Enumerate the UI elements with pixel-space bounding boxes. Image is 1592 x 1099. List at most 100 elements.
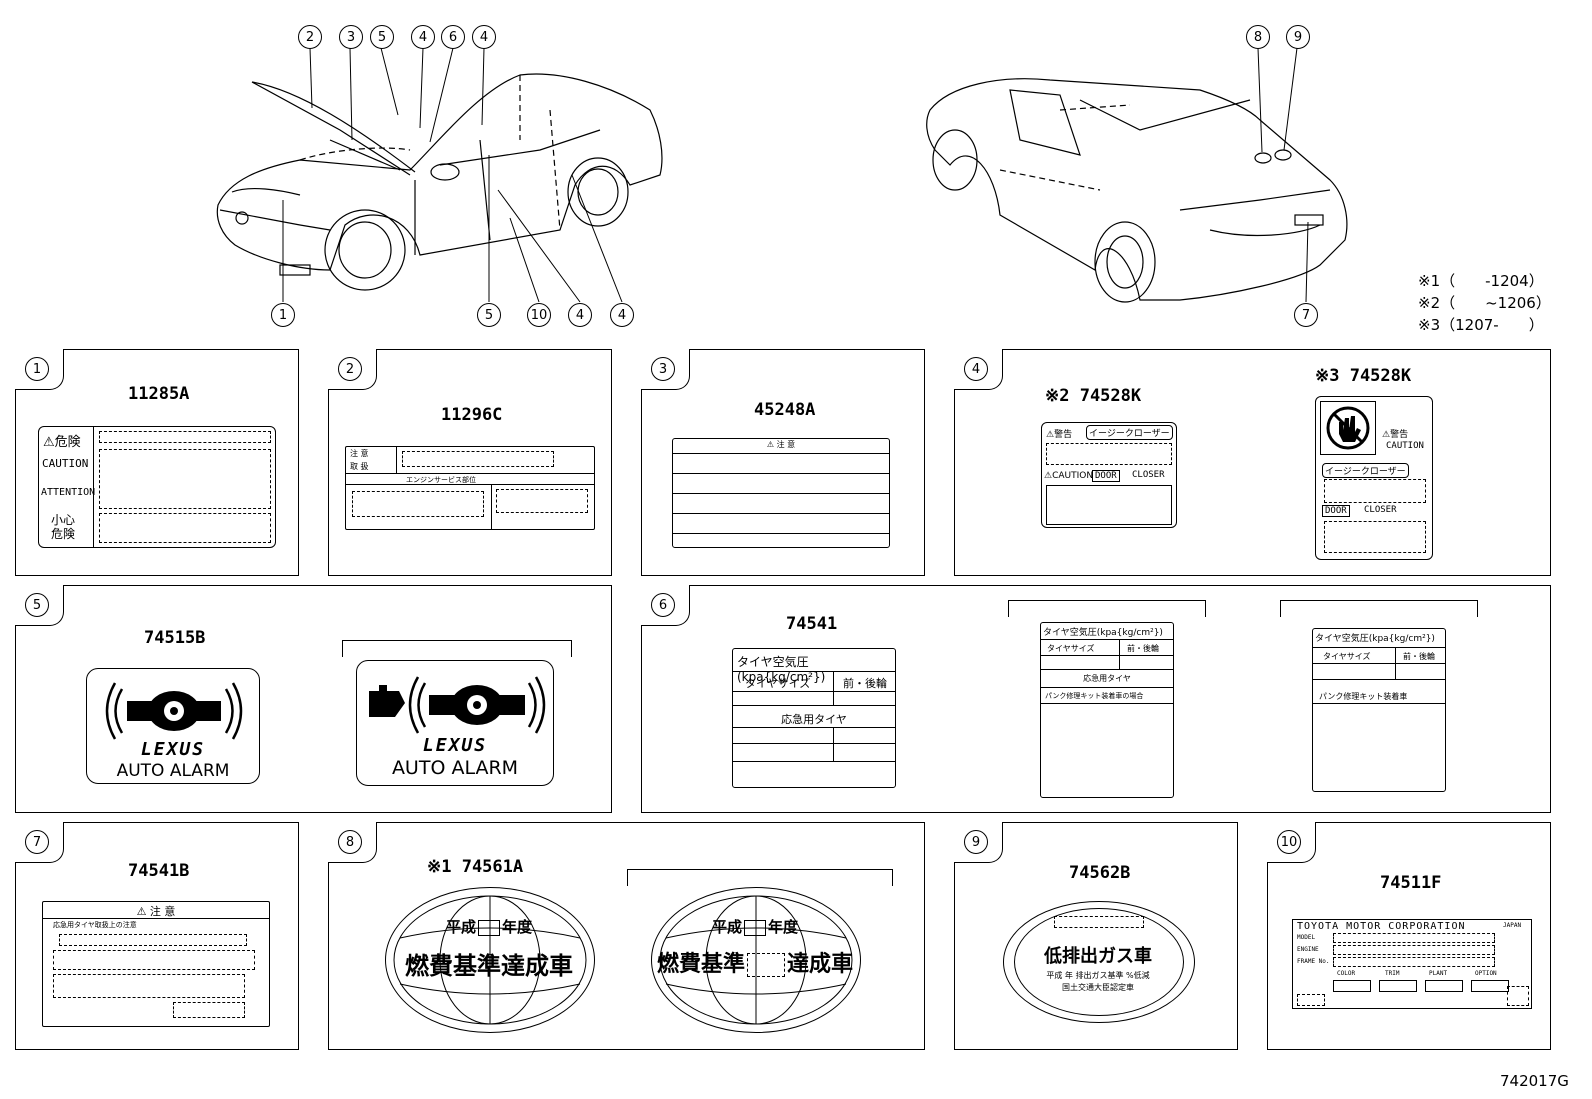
emission-standard-text: 平成 年 排出ガス基準 %低減 xyxy=(1046,971,1150,980)
part-number-11285A: 11285A xyxy=(128,384,190,404)
label-a-warn: ⚠警告 xyxy=(1046,430,1073,440)
fuel-standard-text-a: 燃費基準達成車 xyxy=(405,952,573,980)
bracket-variant-8 xyxy=(627,869,893,886)
label-row-attention: ATTENTION xyxy=(41,487,96,498)
panel-3[interactable]: 3 45248A ⚠ 注 意 xyxy=(641,349,925,576)
tire-size-header-b: タイヤサイズ xyxy=(1047,644,1095,653)
label-74561A-a[interactable]: 平成年度 燃費基準達成車 xyxy=(385,887,595,1033)
front-callout-5[interactable]: 5 xyxy=(370,25,394,49)
panel-9-index: 9 xyxy=(964,830,988,854)
part-number-74515B: 74515B xyxy=(144,628,206,648)
label-74541B-sub: 応急用タイヤ取扱上の注意 xyxy=(53,921,137,929)
front-callout-4d[interactable]: 4 xyxy=(610,303,634,327)
color-label: COLOR xyxy=(1337,970,1356,977)
label-74528K-a[interactable]: ⚠警告 イージークローザー ⚠CAUTION DOOR CLOSER xyxy=(1041,422,1177,528)
front-callout-4b[interactable]: 4 xyxy=(472,25,496,49)
globe-lines xyxy=(393,895,587,1025)
label-74561A-b[interactable]: 平成年度 燃費基準達成車 xyxy=(651,887,861,1033)
label-74541-c[interactable]: タイヤ空気圧(kpa{kg/cm²}) タイヤサイズ 前・後輪 パンク修理キット… xyxy=(1312,628,1446,792)
auto-alarm-text-a: AUTO ALARM xyxy=(116,761,230,781)
alarm-camera-icon xyxy=(369,676,546,734)
front-callout-2[interactable]: 2 xyxy=(298,25,322,49)
label-74562B[interactable]: 低排出ガス車 平成 年 排出ガス基準 %低減 国土交通大臣認定車 xyxy=(1003,901,1195,1023)
note-1: ※1（ -1204） xyxy=(1418,272,1544,290)
panel-8-index: 8 xyxy=(338,830,362,854)
fuel-standard-text-b: 燃費基準達成車 xyxy=(656,952,854,977)
label-11285A[interactable]: ⚠危険 CAUTION ATTENTION 小心 危険 xyxy=(38,426,276,548)
panel-2[interactable]: 2 11296C 注 意 取 扱 エンジンサービス部位 xyxy=(328,349,612,576)
spare-tire-label-b: 応急用タイヤ xyxy=(1083,674,1131,683)
front-callout-4c[interactable]: 4 xyxy=(568,303,592,327)
rear-car-drawing xyxy=(926,47,1348,303)
plant-label: PLANT xyxy=(1429,970,1448,977)
panel-10[interactable]: 10 74511F TOYOTA MOTOR CORPORATION JAPAN… xyxy=(1267,822,1551,1050)
label-row-danger: ⚠危険 xyxy=(43,435,81,450)
note-2: ※2（ ~1206） xyxy=(1418,294,1551,312)
part-number-74541B: 74541B xyxy=(128,861,190,881)
front-rear-header: 前・後輪 xyxy=(843,677,887,690)
panel-2-index: 2 xyxy=(338,357,362,381)
front-callout-1[interactable]: 1 xyxy=(271,303,295,327)
part-number-74561A: ※1 74561A xyxy=(427,857,524,877)
front-callout-10[interactable]: 10 xyxy=(527,303,551,327)
panel-1[interactable]: 1 11285A ⚠危険 CAUTION ATTENTION 小心 危険 xyxy=(15,349,299,576)
bracket-variant xyxy=(342,640,572,657)
part-number-74528K-a: ※2 74528K xyxy=(1045,386,1142,406)
label-74541B[interactable]: ⚠ 注 意 応急用タイヤ取扱上の注意 xyxy=(42,901,270,1027)
tire-pressure-title-c: タイヤ空気圧(kpa{kg/cm²}) xyxy=(1315,634,1435,644)
label-b-closer: CLOSER xyxy=(1364,505,1397,515)
panel-4[interactable]: 4 ※2 74528K ※3 74528K ⚠警告 イージークローザー ⚠CAU… xyxy=(954,349,1551,576)
model-label: MODEL xyxy=(1297,934,1316,941)
tire-size-header: タイヤサイズ xyxy=(745,677,811,690)
panel-7[interactable]: 7 74541B ⚠ 注 意 応急用タイヤ取扱上の注意 xyxy=(15,822,299,1050)
label-engine-service: エンジンサービス部位 xyxy=(406,476,476,484)
label-74515B-a[interactable]: LEXUS AUTO ALARM xyxy=(86,668,260,784)
label-b-easy-closer: イージークローザー xyxy=(1322,463,1409,478)
panel-1-index: 1 xyxy=(25,357,49,381)
panel-8[interactable]: 8 ※1 74561A 平成年度 燃費基準達成車 平成年度 燃費基準達成車 xyxy=(328,822,925,1050)
panel-6-index: 6 xyxy=(651,593,675,617)
label-handling-small: 取 扱 xyxy=(350,462,369,471)
label-caution-small: 注 意 xyxy=(350,449,369,458)
label-74541-a[interactable]: タイヤ空気圧(kpa{kg/cm²}) タイヤサイズ 前・後輪 応急用タイヤ xyxy=(732,648,896,788)
label-b-warn: ⚠警告 xyxy=(1382,430,1409,440)
lexus-logo: LEXUS xyxy=(140,739,206,760)
panel-3-index: 3 xyxy=(651,357,675,381)
alarm-icon xyxy=(105,682,243,740)
label-74541-b[interactable]: タイヤ空気圧(kpa{kg/cm²}) タイヤサイズ 前・後輪 応急用タイヤ パ… xyxy=(1040,622,1174,798)
label-a-caution: ⚠CAUTION xyxy=(1044,471,1094,481)
rear-callout-8[interactable]: 8 xyxy=(1246,25,1270,49)
label-74515B-b[interactable]: LEXUS AUTO ALARM xyxy=(356,660,554,786)
rear-callout-9[interactable]: 9 xyxy=(1286,25,1310,49)
rear-callout-7[interactable]: 7 xyxy=(1294,303,1318,327)
bracket-variant-6a xyxy=(1008,600,1206,617)
auto-alarm-text-b: AUTO ALARM xyxy=(391,757,519,779)
part-number-11296C: 11296C xyxy=(441,405,503,425)
label-11296C[interactable]: 注 意 取 扱 エンジンサービス部位 xyxy=(345,446,595,530)
panel-9[interactable]: 9 74562B 低排出ガス車 平成 年 排出ガス基準 %低減 国土交通大臣認定… xyxy=(954,822,1238,1050)
label-74528K-b[interactable]: ⚠警告 CAUTION イージークローザー DOOR CLOSER xyxy=(1315,396,1433,560)
panel-5-index: 5 xyxy=(25,593,49,617)
label-b-caution: CAUTION xyxy=(1386,441,1424,451)
part-number-74511F: 74511F xyxy=(1380,873,1442,893)
front-callout-3[interactable]: 3 xyxy=(339,25,363,49)
front-car-drawing xyxy=(216,47,663,303)
spare-tire-label: 応急用タイヤ xyxy=(781,713,847,726)
repair-kit-label-c: パンク修理キット装着車 xyxy=(1319,692,1408,701)
front-callout-6[interactable]: 6 xyxy=(441,25,465,49)
lexus-logo-b: LEXUS xyxy=(422,735,488,756)
front-callout-5b[interactable]: 5 xyxy=(477,303,501,327)
label-74541B-head: ⚠ 注 意 xyxy=(136,905,176,918)
front-callout-4a[interactable]: 4 xyxy=(411,25,435,49)
frame-label: FRAME No. xyxy=(1297,958,1330,965)
panel-5[interactable]: 5 74515B LEXUS AUTO ALARM LEXUS AUTO ALA… xyxy=(15,585,612,813)
part-number-45248A: 45248A xyxy=(754,400,816,420)
diagram-code: 742017G xyxy=(1500,1072,1569,1090)
heisei-year-a: 平成年度 xyxy=(445,918,533,936)
part-number-74528K-b: ※3 74528K xyxy=(1315,366,1412,386)
repair-kit-label: パンク修理キット装着車の場合 xyxy=(1045,692,1144,700)
label-74511F[interactable]: TOYOTA MOTOR CORPORATION JAPAN MODEL ENG… xyxy=(1292,919,1532,1009)
label-45248A[interactable]: ⚠ 注 意 xyxy=(672,438,890,548)
globe-lines-b xyxy=(659,895,853,1025)
panel-6[interactable]: 6 74541 タイヤ空気圧(kpa{kg/cm²}) タイヤサイズ 前・後輪 … xyxy=(641,585,1551,813)
